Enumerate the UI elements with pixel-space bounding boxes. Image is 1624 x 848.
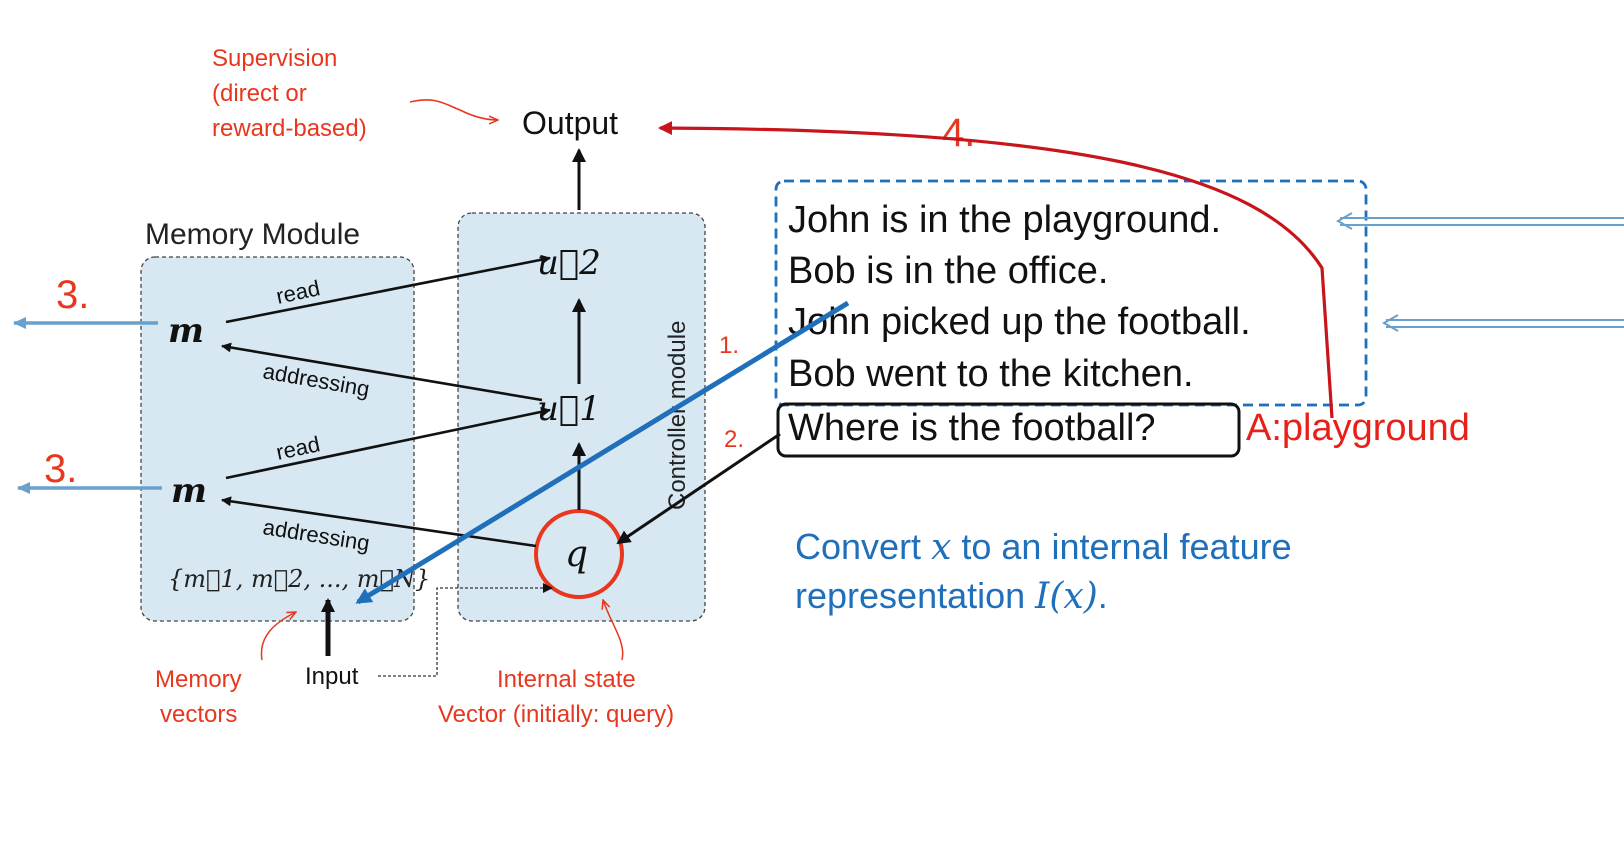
- supervision-squiggle-arrow: [409, 99, 498, 120]
- caption-line2-prefix: representation: [795, 575, 1035, 616]
- memory-node-top: m: [168, 311, 204, 351]
- caption-line2: representation I(x).: [795, 575, 1108, 617]
- input-label: Input: [305, 663, 359, 690]
- supervision-line1: Supervision: [212, 45, 337, 72]
- input-to-q-dotted-arrow: [378, 583, 553, 677]
- step-3-label-top: 3.: [56, 273, 89, 317]
- output-label: Output: [522, 105, 618, 141]
- memory-node-bottom: m: [171, 471, 207, 511]
- caption-line1: Convert x to an internal feature: [795, 526, 1292, 568]
- step-2-label: 2.: [724, 426, 744, 453]
- supervision-line3: reward-based): [212, 115, 367, 142]
- addressing-arrow-bottom: [221, 496, 537, 548]
- story-sentence-1: John is in the playground.: [788, 199, 1221, 241]
- step-4-label: 4.: [942, 111, 975, 155]
- incoming-arrow-top: [1335, 212, 1624, 230]
- query-state-circle: [534, 509, 624, 599]
- internal-state-line1: Internal state: [497, 666, 636, 693]
- caption-line1-suffix: to an internal feature: [951, 526, 1291, 567]
- memory-vectors-pointer: [260, 612, 296, 661]
- question-text: Where is the football?: [788, 407, 1156, 449]
- memory-vector-set: {m⃗1, m⃗2, ..., m⃗N}: [168, 565, 430, 593]
- caption-line2-suffix: .: [1098, 575, 1108, 616]
- addressing-arrow-top: [221, 342, 543, 402]
- step-1-label: 1.: [719, 332, 739, 359]
- question-box: [776, 402, 1241, 458]
- memory-vectors-line1: Memory: [155, 666, 242, 693]
- story-sentence-4: Bob went to the kitchen.: [788, 353, 1194, 395]
- controller-state-u1: u⃗1: [537, 389, 601, 429]
- answer-to-output-curve: [658, 121, 1334, 419]
- read-arrow-bottom: [225, 406, 551, 480]
- story-to-memory-arrow: [355, 300, 850, 605]
- internal-state-line2: Vector (initially: query): [438, 701, 674, 728]
- question-to-q-arrow: [616, 432, 781, 545]
- supervision-label: Supervision (direct or reward-based): [212, 45, 367, 142]
- read-arrow-top: [225, 254, 551, 324]
- supervision-line2: (direct or: [212, 80, 307, 107]
- controller-state-u2: u⃗2: [537, 243, 601, 283]
- story-sentence-3: John picked up the football.: [788, 301, 1251, 343]
- step-3-label-bottom: 3.: [44, 447, 77, 491]
- story-sentence-2: Bob is in the office.: [788, 250, 1108, 292]
- caption-fn: I(x): [1034, 576, 1098, 617]
- caption-line1-prefix: Convert: [795, 526, 931, 567]
- query-state-q: q: [565, 534, 588, 575]
- internal-state-pointer: [603, 600, 624, 661]
- caption-var-x: x: [931, 527, 951, 568]
- incoming-arrow-bottom: [1381, 314, 1624, 332]
- controller-module-box: [457, 212, 706, 622]
- memory-module-title: Memory Module: [145, 218, 360, 251]
- answer-text: A:playground: [1246, 407, 1470, 449]
- memory-vectors-line2: vectors: [160, 701, 237, 728]
